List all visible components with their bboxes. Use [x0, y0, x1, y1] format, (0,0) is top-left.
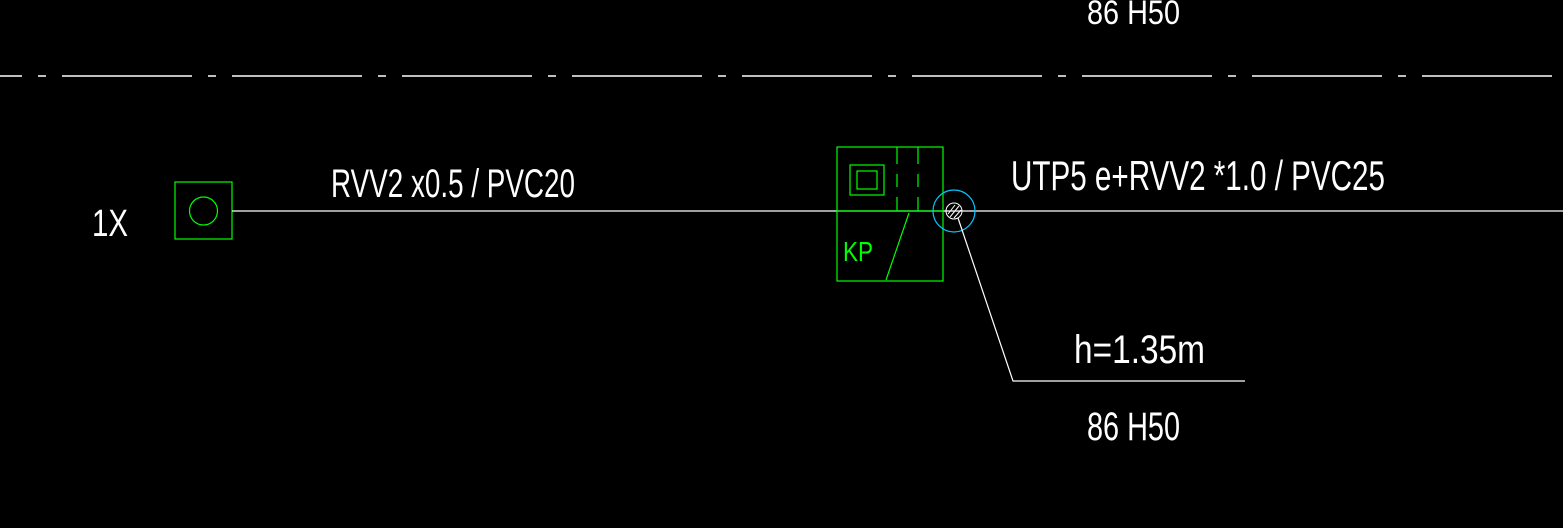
top-box-label: 86 H50 [1087, 0, 1180, 32]
cable-label-left: RVV2 x0.5 / PVC20 [331, 162, 575, 206]
cable-label-right: UTP5 e+RVV2 *1.0 / PVC25 [1011, 152, 1385, 199]
hatched-outlet-circle-icon [932, 189, 976, 233]
box-label: 86 H50 [1087, 405, 1180, 449]
leader-line [957, 217, 1245, 382]
control-panel-box-icon [836, 146, 944, 282]
square-with-circle-icon [174, 181, 233, 240]
panel-code-label: KP [843, 236, 873, 267]
device-label: 1X [92, 203, 128, 245]
mount-height-label: h=1.35m [1074, 328, 1205, 372]
